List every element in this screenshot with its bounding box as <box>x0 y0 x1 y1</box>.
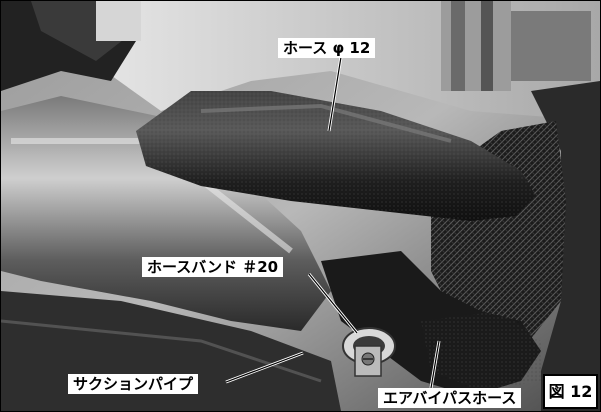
suction-pipe-label: サクションパイプ <box>68 374 199 394</box>
hose-band-clamp <box>342 327 396 377</box>
hose-12-label: ホース φ 12 <box>278 38 376 58</box>
figure-number: 図 12 <box>543 374 598 409</box>
hose-band-label: ホースバンド ＃20 <box>142 257 284 277</box>
air-bypass-hose-label: エアバイパスホース <box>378 388 522 408</box>
